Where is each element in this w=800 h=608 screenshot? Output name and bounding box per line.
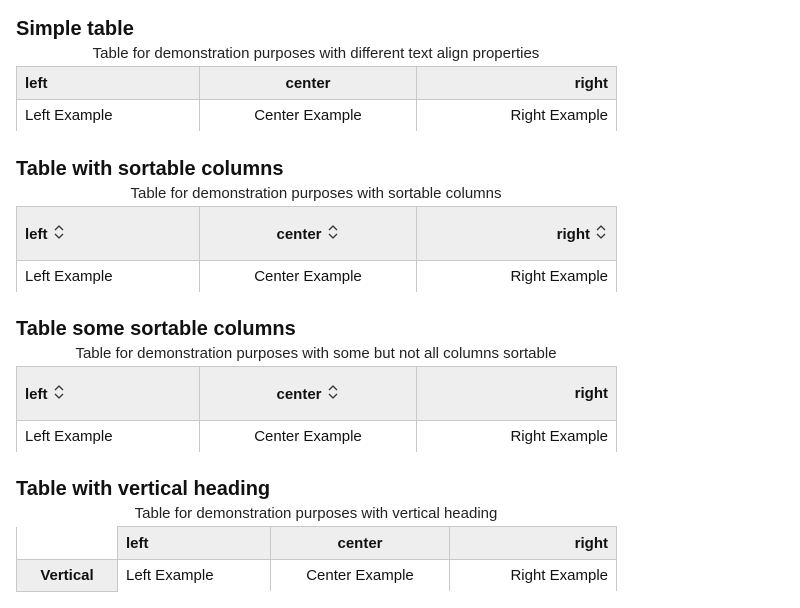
sortable-header-left[interactable]: left	[16, 206, 200, 261]
cell-left: Left Example	[16, 420, 200, 452]
cell-center: Center Example	[270, 559, 450, 591]
table-caption: Table for demonstration purposes with so…	[130, 185, 502, 202]
table-header-row: left center right	[16, 66, 617, 100]
column-header-right: right	[416, 366, 617, 421]
column-header-label: center	[276, 386, 322, 403]
partially-sortable-table: left center right Left Example Center Ex…	[16, 366, 617, 452]
column-header-label: left	[25, 226, 48, 243]
simple-table-section: Simple table Table for demonstration pur…	[16, 16, 617, 131]
sort-icon	[328, 225, 337, 239]
table-row: Left Example Center Example Right Exampl…	[16, 420, 617, 452]
section-title: Table with vertical heading	[16, 478, 271, 500]
sortable-header-right[interactable]: right	[416, 206, 617, 261]
column-header-left: left	[117, 526, 271, 560]
row-header-vertical: Vertical	[16, 559, 118, 592]
simple-table: left center right Left Example Center Ex…	[16, 66, 617, 131]
cell-right: Right Example	[416, 260, 617, 292]
column-header-right: right	[449, 526, 617, 560]
table-header-row: left center right	[16, 366, 617, 421]
sortable-header-center[interactable]: center	[199, 206, 417, 261]
table-caption: Table for demonstration purposes with so…	[75, 345, 557, 362]
cell-center: Center Example	[199, 260, 417, 292]
sortable-header-center[interactable]: center	[199, 366, 417, 421]
table-caption: Table for demonstration purposes with ve…	[134, 505, 498, 522]
cell-right: Right Example	[416, 420, 617, 452]
table-header-row: left center right	[16, 206, 617, 261]
table-header-row: left center right	[16, 526, 617, 560]
section-title: Table some sortable columns	[16, 318, 296, 340]
column-header-left: left	[16, 66, 200, 100]
sort-icon	[54, 225, 63, 239]
column-header-right: right	[416, 66, 617, 100]
cell-center: Center Example	[199, 99, 417, 131]
sortable-header-left[interactable]: left	[16, 366, 200, 421]
column-header-center: center	[199, 66, 417, 100]
sort-icon	[328, 385, 337, 399]
table-row: Vertical Left Example Center Example Rig…	[16, 559, 617, 592]
cell-left: Left Example	[16, 99, 200, 131]
cell-right: Right Example	[416, 99, 617, 131]
section-title: Table with sortable columns	[16, 158, 284, 180]
sortable-table-section: Table with sortable columns Table for de…	[16, 156, 617, 292]
partially-sortable-table-section: Table some sortable columns Table for de…	[16, 316, 617, 452]
cell-left: Left Example	[16, 260, 200, 292]
column-header-center: center	[270, 526, 450, 560]
cell-left: Left Example	[117, 559, 271, 591]
vertical-heading-table: left center right Vertical Left Example …	[16, 526, 617, 592]
sort-icon	[54, 385, 63, 399]
section-title: Simple table	[16, 18, 134, 40]
table-row: Left Example Center Example Right Exampl…	[16, 99, 617, 131]
column-header-label: right	[556, 226, 590, 243]
table-row: Left Example Center Example Right Exampl…	[16, 260, 617, 292]
column-header-label: left	[25, 386, 48, 403]
vertical-heading-table-section: Table with vertical heading Table for de…	[16, 476, 617, 592]
column-header-label: center	[276, 226, 322, 243]
cell-center: Center Example	[199, 420, 417, 452]
cell-right: Right Example	[449, 559, 617, 591]
empty-corner-cell	[16, 526, 118, 560]
sortable-table: left center right Left Example Center Ex…	[16, 206, 617, 292]
table-caption: Table for demonstration purposes with di…	[92, 45, 540, 62]
sort-icon	[596, 225, 606, 239]
